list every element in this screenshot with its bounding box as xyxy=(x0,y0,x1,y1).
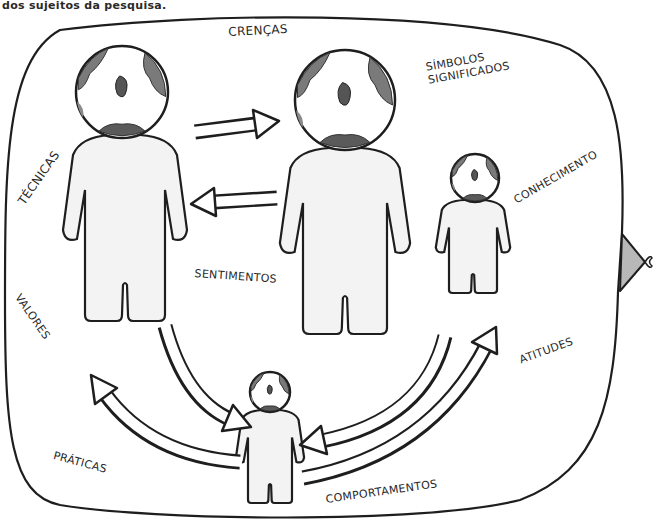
concept-label: SENTIMENTOS xyxy=(194,268,277,286)
balloon-knot xyxy=(620,234,645,291)
concept-label: TÉCNICAS xyxy=(16,149,63,208)
arrow-head xyxy=(91,375,117,404)
concept-label: CRENÇAS xyxy=(228,23,288,40)
concept-label: CONHECIMENTO xyxy=(512,149,600,207)
arrow-shaft xyxy=(104,392,242,462)
arrow-shaft xyxy=(165,324,232,420)
globe-head xyxy=(295,50,395,150)
hollow-arrow xyxy=(191,188,279,216)
concept-label: COMPORTAMENTOS xyxy=(325,478,438,506)
arrow-head xyxy=(300,426,327,454)
hollow-arrow xyxy=(301,327,497,478)
arrow-shaft xyxy=(193,124,258,132)
concept-label: SÍMBOLOS SIGNIFICADOS xyxy=(425,45,528,87)
arrow-head xyxy=(191,188,216,216)
arrow-shaft xyxy=(301,344,487,478)
caption-fragment: dos sujeitos da pesquisa. xyxy=(2,0,167,13)
balloon-string xyxy=(645,257,652,268)
concept-label: VALORES xyxy=(12,292,52,342)
arrow-head xyxy=(222,405,251,431)
arrow-shaft xyxy=(212,198,279,202)
globe-head xyxy=(250,372,290,412)
person-figure xyxy=(436,200,510,293)
person-figure xyxy=(280,148,410,334)
globe-head xyxy=(76,46,168,138)
hollow-arrow xyxy=(300,334,445,454)
arrow-head xyxy=(253,110,279,138)
arrow-head xyxy=(472,327,497,354)
hollow-arrow xyxy=(165,324,251,431)
balloon-outline xyxy=(5,17,623,517)
globe-head xyxy=(451,154,499,202)
hollow-arrow xyxy=(193,110,279,138)
hollow-arrow xyxy=(91,375,242,462)
concept-label: ATITUDES xyxy=(518,336,575,367)
arrow-shaft xyxy=(303,346,486,478)
concept-label: PRÁTICAS xyxy=(52,450,108,476)
person-figure xyxy=(63,135,187,321)
